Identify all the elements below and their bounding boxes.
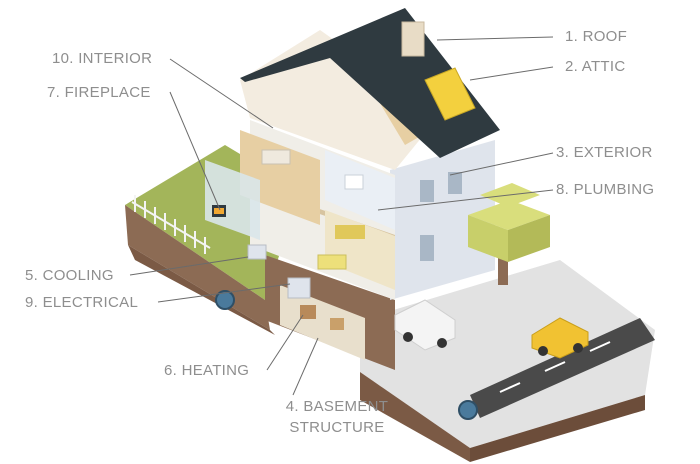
bathroom (325, 150, 395, 230)
leader-fireplace (169, 91, 221, 211)
label-roof: 1. ROOF (565, 28, 628, 45)
label-basement-structure: 4. BASEMENT STRUCTURE (272, 396, 402, 438)
roof (240, 8, 500, 158)
roof-group (240, 8, 500, 170)
tree (468, 183, 550, 285)
picket-fence (131, 195, 211, 254)
chimney (401, 21, 425, 57)
leader-electrical (157, 283, 291, 303)
basement-block (265, 255, 395, 370)
label-fireplace: 7. FIREPLACE (47, 84, 151, 101)
label-basement-line2: STRUCTURE (289, 419, 385, 436)
electrical-panel (287, 277, 311, 299)
label-attic: 2. ATTIC (565, 58, 626, 75)
pipe-icon (215, 290, 235, 310)
label-cooling: 5. COOLING (25, 267, 114, 284)
label-plumbing: 8. PLUMBING (556, 181, 655, 198)
leader-heating (266, 314, 304, 371)
label-interior: 10. INTERIOR (52, 50, 153, 67)
taxi-car (531, 317, 589, 359)
right-soil-front (360, 372, 470, 462)
label-basement-line1: 4. BASEMENT (285, 398, 389, 415)
leader-basement (292, 337, 319, 396)
leader-attic (469, 66, 554, 81)
right-soil-side (470, 395, 645, 462)
basement-room (280, 285, 365, 360)
label-exterior: 3. EXTERIOR (556, 144, 653, 161)
solar-panel (424, 67, 476, 121)
leader-plumbing (377, 189, 554, 211)
glass-veranda (205, 160, 260, 240)
exterior-wall (390, 140, 495, 300)
leader-interior (169, 58, 274, 129)
label-electrical: 9. ELECTRICAL (25, 294, 139, 311)
pipe-icon (458, 400, 478, 420)
white-car (394, 299, 456, 351)
house-body (205, 120, 495, 300)
ac-unit (247, 244, 267, 260)
leader-exterior (449, 152, 554, 176)
leader-cooling (129, 256, 249, 276)
leader-roof (436, 36, 554, 41)
label-heating: 6. HEATING (164, 362, 250, 379)
leader-lines (129, 36, 554, 396)
